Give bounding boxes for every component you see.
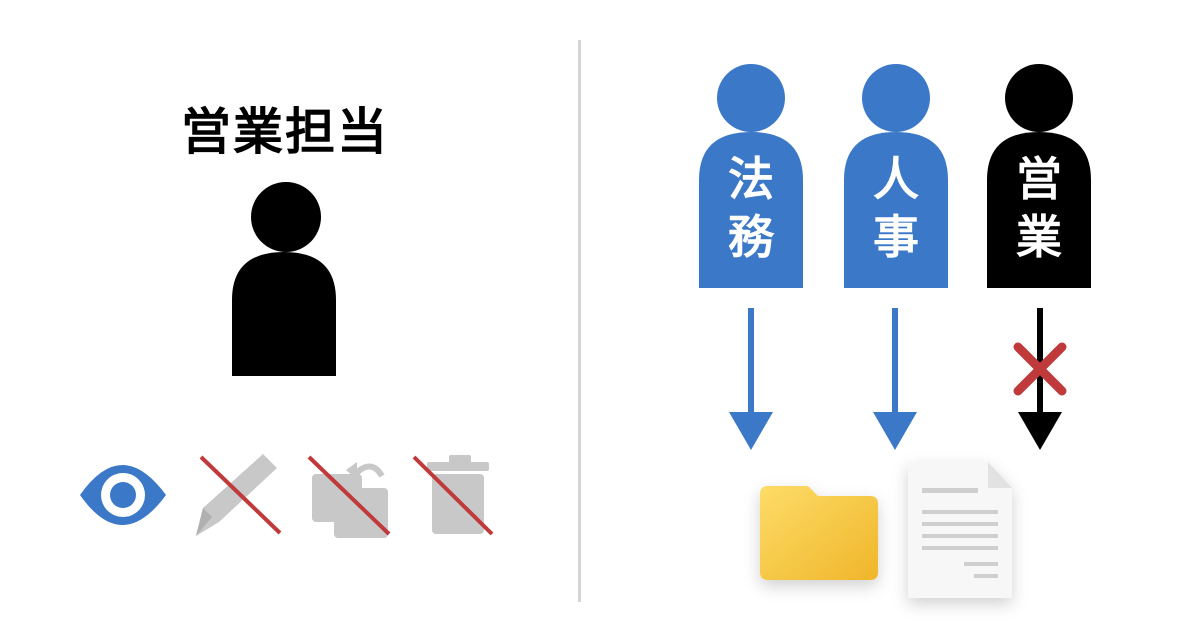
- legal-label-line1: 法: [728, 152, 774, 206]
- legal-access-arrow: [729, 308, 773, 450]
- hr-label-line2: 事: [873, 210, 919, 264]
- document-icon: [908, 462, 1012, 598]
- sales-label: 営 業: [987, 150, 1091, 266]
- folder-icon: [760, 486, 878, 580]
- panel-divider: [578, 40, 581, 602]
- sales-label-line1: 営: [1016, 152, 1062, 206]
- eye-icon: [80, 465, 166, 525]
- hr-person-icon: [844, 64, 948, 288]
- sales-dept-person-icon: [987, 64, 1091, 288]
- deny-x-icon: [1013, 342, 1067, 396]
- page-title: 営業担当: [181, 103, 389, 161]
- legal-label: 法 務: [699, 150, 803, 266]
- hr-label: 人 事: [844, 150, 948, 266]
- pencil-icon: [196, 454, 282, 536]
- hr-access-arrow: [873, 308, 917, 450]
- hr-label-line1: 人: [873, 152, 919, 206]
- legal-person-icon: [699, 64, 803, 288]
- legal-label-line2: 務: [728, 210, 774, 264]
- share-icon: [307, 455, 391, 538]
- sales-label-line2: 業: [1016, 210, 1062, 264]
- sales-person-icon: [232, 182, 336, 376]
- trash-icon: [412, 455, 494, 536]
